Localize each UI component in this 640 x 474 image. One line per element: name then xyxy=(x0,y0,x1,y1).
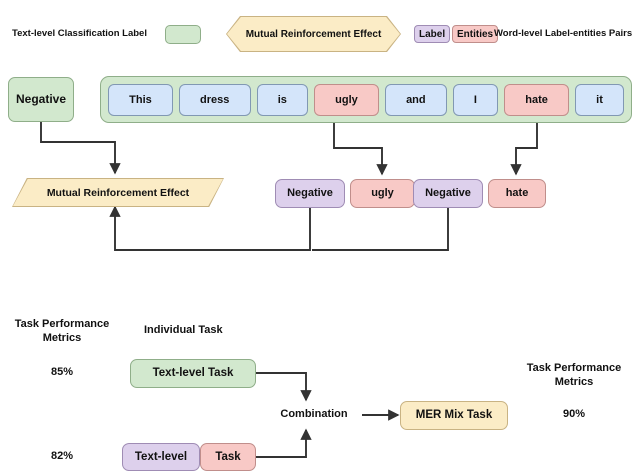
edge-label-to-mre xyxy=(40,122,121,175)
edge-hate-to-entity xyxy=(510,122,538,176)
pair-entity-1[interactable]: hate xyxy=(488,179,546,208)
left-metrics-title-line1: Task Performance xyxy=(14,318,110,330)
legend-chip-label: Label xyxy=(414,25,451,43)
score-mer-mix: 90% xyxy=(562,408,586,420)
right-metrics-title-line2: Metrics xyxy=(554,376,594,388)
legend-text-level-label: Text-level Classification Label xyxy=(12,28,147,39)
edge-textlevel-to-combination xyxy=(256,372,312,402)
edge-wordlevel-to-combination xyxy=(256,428,312,458)
token-5[interactable]: I xyxy=(452,83,499,116)
score-word-level: 82% xyxy=(50,450,74,462)
text-level-classification-label[interactable]: Negative xyxy=(8,77,74,122)
legend-chip-entities: Entities xyxy=(452,25,499,43)
word-level-task-box-a[interactable]: Text-level xyxy=(122,443,200,471)
token-4[interactable]: and xyxy=(384,83,447,116)
edge-pair2-to-bus xyxy=(312,208,449,251)
text-level-task-box[interactable]: Text-level Task xyxy=(130,359,256,388)
legend-mre-banner-text: Mutual Reinforcement Effect xyxy=(227,17,400,51)
individual-task-title: Individual Task xyxy=(144,324,223,336)
legend-mre-banner: Mutual Reinforcement Effect xyxy=(226,16,401,52)
token-2[interactable]: is xyxy=(256,83,309,116)
combination-label: Combination xyxy=(280,408,348,420)
pair-label-1[interactable]: Negative xyxy=(413,179,483,208)
pair-label-0[interactable]: Negative xyxy=(275,179,345,208)
token-6[interactable]: hate xyxy=(504,83,570,116)
pair-entity-0[interactable]: ugly xyxy=(350,179,415,208)
edge-pairs-to-mre xyxy=(109,205,311,251)
word-level-task-box-b[interactable]: Task xyxy=(200,443,256,471)
left-metrics-title-line2: Metrics xyxy=(42,332,82,344)
mer-mix-task-box[interactable]: MER Mix Task xyxy=(400,401,508,430)
token-3[interactable]: ugly xyxy=(314,83,379,116)
right-metrics-title-line1: Task Performance xyxy=(526,362,622,374)
token-7[interactable]: it xyxy=(575,83,625,116)
mutual-reinforcement-effect-label: Mutual Reinforcement Effect xyxy=(13,179,223,206)
legend-word-level-label: Word-level Label-entities Pairs xyxy=(494,28,633,39)
token-0[interactable]: This xyxy=(108,83,173,116)
sentence-container: This dress is ugly and I hate it xyxy=(100,76,632,123)
mutual-reinforcement-effect-node[interactable]: Mutual Reinforcement Effect xyxy=(12,178,224,207)
legend-green-swatch xyxy=(165,25,201,44)
score-text-level: 85% xyxy=(50,366,74,378)
edge-ugly-to-entity xyxy=(333,122,388,176)
token-1[interactable]: dress xyxy=(178,83,251,116)
